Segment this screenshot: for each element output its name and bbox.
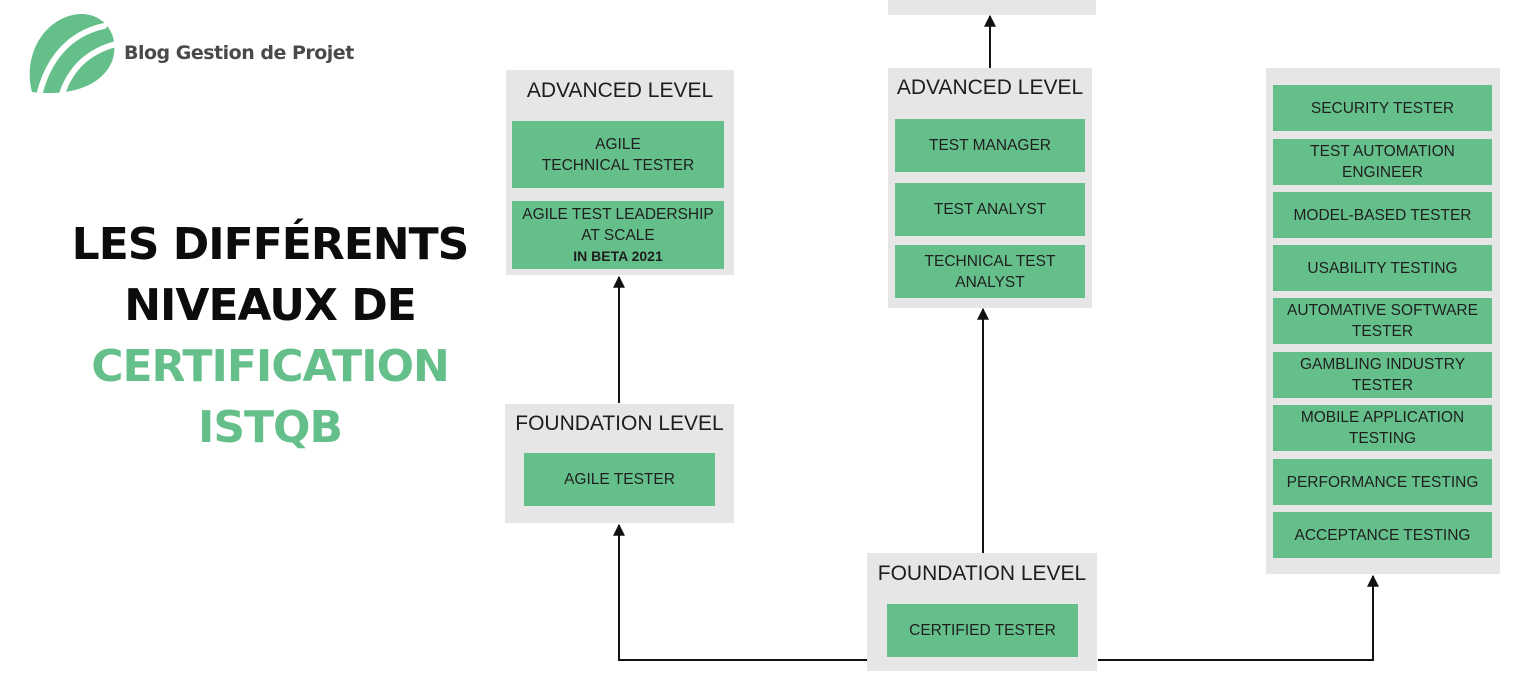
certified-tester-box: CERTIFIED TESTER [887,604,1078,657]
usability-testing-box: USABILITY TESTING [1273,245,1492,291]
test-analyst-box: TEST ANALYST [895,183,1085,236]
security-tester-box: SECURITY TESTER [1273,85,1492,131]
core-foundation-title: FOUNDATION LEVEL [877,562,1087,585]
core-foundation-panel: FOUNDATION LEVEL CERTIFIED TESTER [867,553,1097,671]
core-advanced-panel: ADVANCED LEVEL TEST MANAGER TEST ANALYST… [888,68,1092,308]
brand-logo: Blog Gestion de Projet [22,12,362,102]
headline-line-1: LES DIFFÉRENTS [71,219,470,270]
arrow-foundation-to-specialist [1098,574,1379,661]
brand-name: Blog Gestion de Projet [124,42,354,64]
headline-line-2: NIVEAUX DE [124,280,417,331]
leaf-logo-icon [29,13,119,97]
agile-foundation-title: FOUNDATION LEVEL [515,412,724,435]
core-advanced-title: ADVANCED LEVEL [896,76,1084,99]
page-headline: LES DIFFÉRENTS NIVEAUX DE CERTIFICATION … [30,214,510,458]
agile-advanced-title: ADVANCED LEVEL [526,79,714,102]
agile-foundation-panel: FOUNDATION LEVEL AGILE TESTER [505,404,734,523]
expert-level-panel [888,0,1096,15]
agile-test-leadership-box: AGILE TEST LEADERSHIP AT SCALE IN BETA 2… [512,201,724,269]
agile-advanced-panel: ADVANCED LEVEL AGILE TECHNICAL TESTER AG… [506,70,734,275]
headline-line-4: ISTQB [197,402,343,453]
headline-line-3: CERTIFICATION [91,341,450,392]
performance-testing-box: PERFORMANCE TESTING [1273,459,1492,505]
arrow-foundation-to-agile [613,523,868,661]
model-based-tester-box: MODEL-BASED TESTER [1273,192,1492,238]
agile-tester-box: AGILE TESTER [524,453,715,506]
test-manager-box: TEST MANAGER [895,119,1085,172]
agile-technical-tester-box: AGILE TECHNICAL TESTER [512,121,724,188]
acceptance-testing-box: ACCEPTANCE TESTING [1273,512,1492,558]
technical-test-analyst-box: TECHNICAL TEST ANALYST [895,245,1085,298]
